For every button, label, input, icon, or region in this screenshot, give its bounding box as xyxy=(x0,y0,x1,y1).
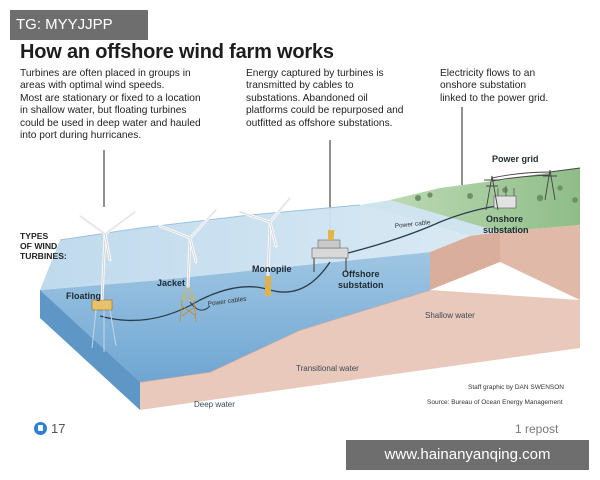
label-transitional-water: Transitional water xyxy=(296,364,359,373)
power-grid-pylons xyxy=(484,167,581,211)
onshore-substation xyxy=(493,186,517,209)
like-button[interactable]: 17 xyxy=(34,421,65,436)
caption-turbines: Turbines are often placed in groups in a… xyxy=(20,68,201,142)
credit-source: Source: Bureau of Ocean Energy Managemen… xyxy=(427,399,563,406)
credit-staff: Staff graphic by DAN SWENSON xyxy=(468,384,564,391)
offshore-substation xyxy=(311,230,349,272)
watermark-tag: TG: MYYJJPP xyxy=(10,10,148,40)
label-floating: Floating xyxy=(66,291,101,301)
subsea-cable xyxy=(99,261,331,322)
label-deep-water: Deep water xyxy=(194,400,235,409)
label-offshore-substation-2: substation xyxy=(338,280,384,290)
diagram-title: How an offshore wind farm works xyxy=(20,41,334,63)
like-count: 17 xyxy=(51,421,66,436)
label-offshore-substation-1: Offshore xyxy=(342,269,380,279)
watermark-site: www.hainanyanqing.com xyxy=(346,440,589,470)
ocean-cross-section xyxy=(40,252,430,382)
thumbs-up-icon xyxy=(34,422,47,435)
label-jacket: Jacket xyxy=(157,278,185,288)
types-of-wind-turbines-label: TYPES OF WIND TURBINES: xyxy=(20,231,67,261)
sea-surface xyxy=(40,205,470,290)
repost-count[interactable]: 1 repost xyxy=(515,422,559,436)
monopile-turbine xyxy=(238,196,292,296)
land-cable xyxy=(339,205,498,256)
trees xyxy=(415,185,578,203)
land xyxy=(390,168,580,232)
jacket-turbine xyxy=(158,208,218,323)
label-monopile: Monopile xyxy=(252,264,292,274)
caption-energy: Energy captured by turbines is transmitt… xyxy=(246,68,404,129)
label-power-grid: Power grid xyxy=(492,154,539,164)
label-onshore-substation-1: Onshore xyxy=(486,214,523,224)
caption-electricity: Electricity flows to an onshore substati… xyxy=(440,68,549,104)
label-onshore-substation-2: substation xyxy=(483,225,529,235)
floating-turbine xyxy=(78,210,137,352)
seabed xyxy=(140,290,580,410)
label-shallow-water: Shallow water xyxy=(425,311,475,320)
label-power-cable-land: Power cable xyxy=(394,219,431,230)
